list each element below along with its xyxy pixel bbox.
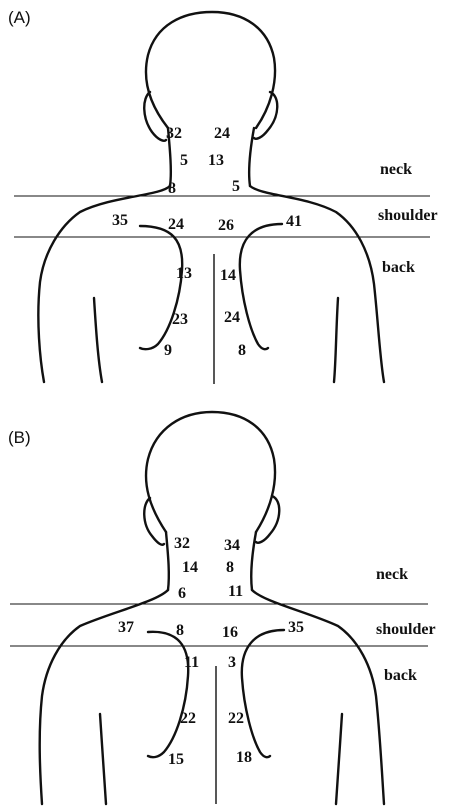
value-neck-left-upper: 32 [166,126,182,142]
body-outline-figure-a [0,0,457,400]
value-neck-right-lower: 5 [232,179,240,195]
value-back-right-lower: 8 [238,343,246,359]
neck-left [166,532,169,590]
right-scapula [242,630,284,757]
value-shoulder-left-outer: 35 [112,213,128,229]
panel-label-a: (A) [8,8,31,28]
value-shoulder-left-inner: 24 [168,217,184,233]
region-label-shoulder: shoulder [376,622,436,638]
value-back-left-upper: 13 [176,266,192,282]
value-back-left-mid: 23 [172,312,188,328]
head-outline [146,412,275,532]
value-back-right-upper: 3 [228,655,236,671]
neck-right [251,532,256,590]
region-label-neck: neck [376,567,408,583]
value-back-left-lower: 9 [164,343,172,359]
value-shoulder-right-inner: 16 [222,625,238,641]
value-back-right-upper: 14 [220,268,236,284]
right-ear [256,496,279,543]
value-neck-right-lower: 11 [228,584,243,600]
value-neck-right-upper: 34 [224,538,240,554]
value-back-right-mid: 24 [224,310,240,326]
value-back-left-upper: 11 [184,655,199,671]
value-shoulder-right-inner: 26 [218,218,234,234]
value-neck-left-mid: 14 [182,560,198,576]
body-outline-figure-b [0,404,457,808]
head-outline [146,12,275,128]
panel-a: (A) neck shoulder back 32 24 5 13 8 5 35… [0,0,457,400]
right-ear [254,92,277,139]
value-back-right-lower: 18 [236,750,252,766]
left-ear [144,92,166,141]
panel-b: (B) neck shoulder back 32 34 14 8 6 11 3… [0,404,457,808]
value-back-left-mid: 22 [180,711,196,727]
value-neck-right-mid: 8 [226,560,234,576]
right-inner-arm [336,714,342,804]
value-neck-left-upper: 32 [174,536,190,552]
right-shoulder-arm [252,590,384,804]
region-label-neck: neck [380,162,412,178]
region-label-shoulder: shoulder [378,208,438,224]
region-label-back: back [384,668,417,684]
value-shoulder-right-outer: 41 [286,214,302,230]
panel-label-b: (B) [8,428,31,448]
left-scapula [148,632,188,757]
right-inner-arm [334,298,338,382]
value-neck-right-upper: 24 [214,126,230,142]
value-back-left-lower: 15 [168,752,184,768]
left-scapula [140,226,182,349]
left-inner-arm [100,714,106,804]
region-label-back: back [382,260,415,276]
right-shoulder-arm [250,186,384,382]
value-shoulder-left-outer: 37 [118,620,134,636]
value-neck-left-lower: 6 [178,586,186,602]
value-shoulder-right-outer: 35 [288,620,304,636]
value-neck-left-mid: 5 [180,153,188,169]
left-inner-arm [94,298,102,382]
value-shoulder-left-inner: 8 [176,623,184,639]
left-ear [144,498,164,545]
value-back-right-mid: 22 [228,711,244,727]
neck-right [249,128,254,186]
value-neck-left-lower: 8 [168,181,176,197]
left-shoulder-arm [38,186,170,382]
right-scapula [240,224,282,349]
value-neck-right-mid: 13 [208,153,224,169]
